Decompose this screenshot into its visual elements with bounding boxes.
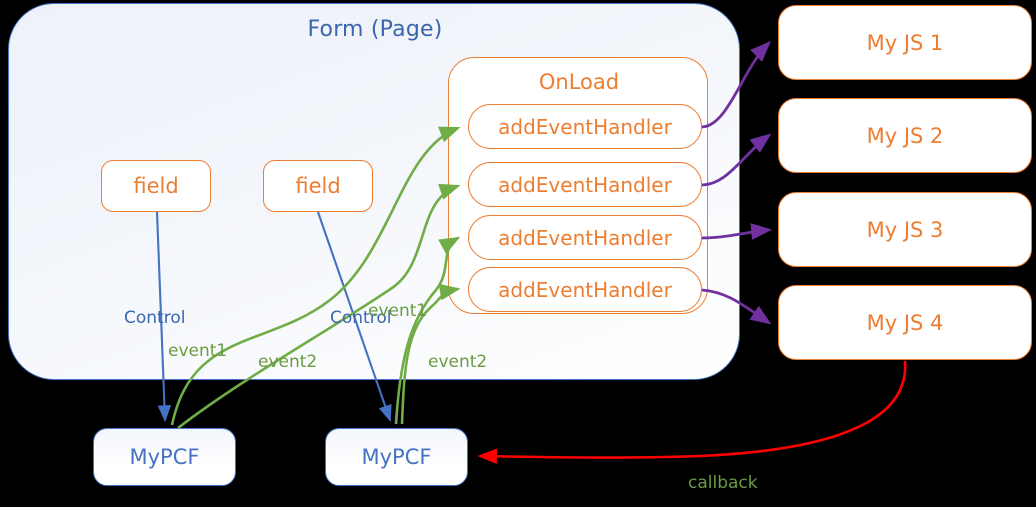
mypcf-box-1[interactable]: MyPCF bbox=[93, 428, 236, 486]
add-event-handler-4[interactable]: addEventHandler bbox=[468, 267, 702, 312]
my-js-box-3[interactable]: My JS 3 bbox=[778, 192, 1032, 267]
field-box-2[interactable]: field bbox=[263, 160, 373, 212]
my-js-box-4[interactable]: My JS 4 bbox=[778, 285, 1032, 360]
my-js-box-1[interactable]: My JS 1 bbox=[778, 5, 1032, 80]
form-page-title: Form (Page) bbox=[307, 17, 443, 42]
mypcf-box-2[interactable]: MyPCF bbox=[325, 428, 468, 486]
edge-label-control-1: Control bbox=[124, 308, 186, 328]
add-event-handler-3[interactable]: addEventHandler bbox=[468, 215, 702, 260]
edge-label-event2-2: event2 bbox=[428, 352, 488, 372]
edge-label-callback: callback bbox=[688, 473, 758, 493]
edge-label-event1-1: event1 bbox=[168, 341, 228, 361]
edge-label-event1-2: event1 bbox=[368, 301, 428, 321]
field-box-1[interactable]: field bbox=[101, 160, 211, 212]
add-event-handler-1[interactable]: addEventHandler bbox=[468, 104, 702, 149]
add-event-handler-2[interactable]: addEventHandler bbox=[468, 162, 702, 207]
edge-label-event2-1: event2 bbox=[258, 352, 318, 372]
my-js-box-2[interactable]: My JS 2 bbox=[778, 98, 1032, 173]
edge-label-control-2: Control bbox=[330, 308, 392, 328]
onload-title: OnLoad bbox=[538, 70, 620, 94]
